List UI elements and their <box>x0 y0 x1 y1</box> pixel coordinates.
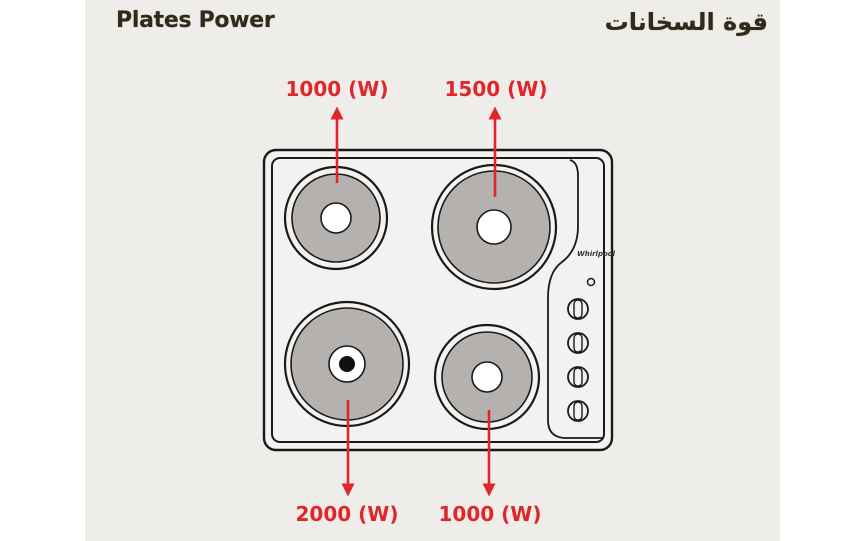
knob-2[interactable] <box>567 332 589 354</box>
knobs <box>567 298 589 422</box>
title-arabic: قوة السخانات <box>604 8 768 36</box>
power-label-bottom-left: 2000 (W) <box>296 502 399 526</box>
plate-bottom-left <box>283 300 411 428</box>
power-label-top-left: 1000 (W) <box>286 77 389 101</box>
indicator-light <box>586 277 596 287</box>
control-panel-outline <box>547 159 604 439</box>
power-label-top-right: 1500 (W) <box>445 77 548 101</box>
knob-3[interactable] <box>567 366 589 388</box>
knob-4[interactable] <box>567 400 589 422</box>
brand-logo: Whirlpool <box>577 250 616 258</box>
power-label-bottom-right: 1000 (W) <box>439 502 542 526</box>
title-english: Plates Power <box>116 8 275 33</box>
plate-top-left <box>283 165 389 271</box>
plate-top-right <box>430 163 558 291</box>
knob-1[interactable] <box>567 298 589 320</box>
plate-bottom-right <box>433 323 541 431</box>
